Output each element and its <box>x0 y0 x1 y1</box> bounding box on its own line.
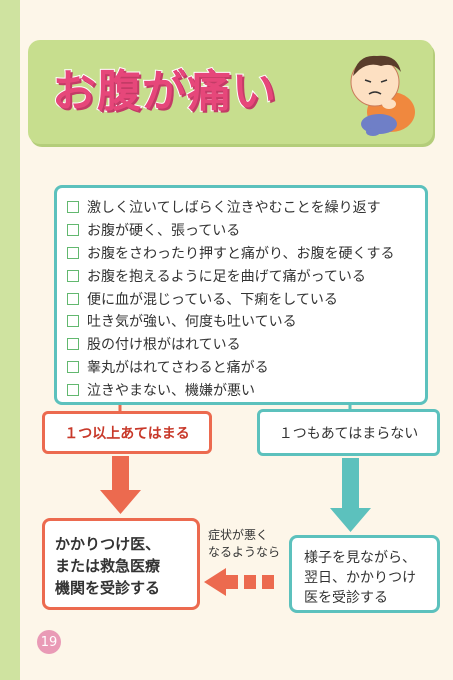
branch-no-box: １つもあてはまらない <box>257 409 440 456</box>
checkbox-icon[interactable] <box>67 383 79 396</box>
checklist-item[interactable]: 吐き気が強い、何度も吐いている <box>67 310 415 333</box>
checklist-item[interactable]: 股の付け根がはれている <box>67 333 415 356</box>
boy-stomachache-illustration <box>350 55 415 136</box>
worsening-note: 症状が悪く なるようなら <box>208 528 281 559</box>
checklist-item[interactable]: 泣きやまない、機嫌が悪い <box>67 378 415 401</box>
checkbox-icon[interactable] <box>67 201 79 214</box>
checklist-item[interactable]: お腹を抱えるように足を曲げて痛がっている <box>67 264 415 287</box>
checklist-item[interactable]: 睾丸がはれてさわると痛がる <box>67 356 415 379</box>
page-title: お腹が痛い <box>51 65 277 118</box>
result-watch-box: 様子を見ながら、 翌日、かかりつけ 医を受診する <box>289 535 440 613</box>
page-number: 19 <box>37 630 61 654</box>
checkbox-icon[interactable] <box>67 360 79 373</box>
checkbox-icon[interactable] <box>67 224 79 237</box>
result-see-doctor-box: かかりつけ医、 または救急医療 機関を受診する <box>42 518 200 610</box>
checkbox-icon[interactable] <box>67 292 79 305</box>
checkbox-icon[interactable] <box>67 246 79 259</box>
checkbox-icon[interactable] <box>67 315 79 328</box>
left-margin-strip <box>0 0 20 680</box>
symptom-checklist: 激しく泣いてしばらく泣きやむことを繰り返す お腹が硬く、張っている お腹をさわっ… <box>54 185 428 405</box>
checklist-item[interactable]: 激しく泣いてしばらく泣きやむことを繰り返す <box>67 196 415 219</box>
checkbox-icon[interactable] <box>67 269 79 282</box>
checklist-item[interactable]: 便に血が混じっている、下痢をしている <box>67 287 415 310</box>
checklist-item[interactable]: お腹が硬く、張っている <box>67 219 415 242</box>
checklist-item[interactable]: お腹をさわったり押すと痛がり、お腹を硬くする <box>67 242 415 265</box>
branch-yes-box: １つ以上あてはまる <box>42 411 212 454</box>
checkbox-icon[interactable] <box>67 338 79 351</box>
